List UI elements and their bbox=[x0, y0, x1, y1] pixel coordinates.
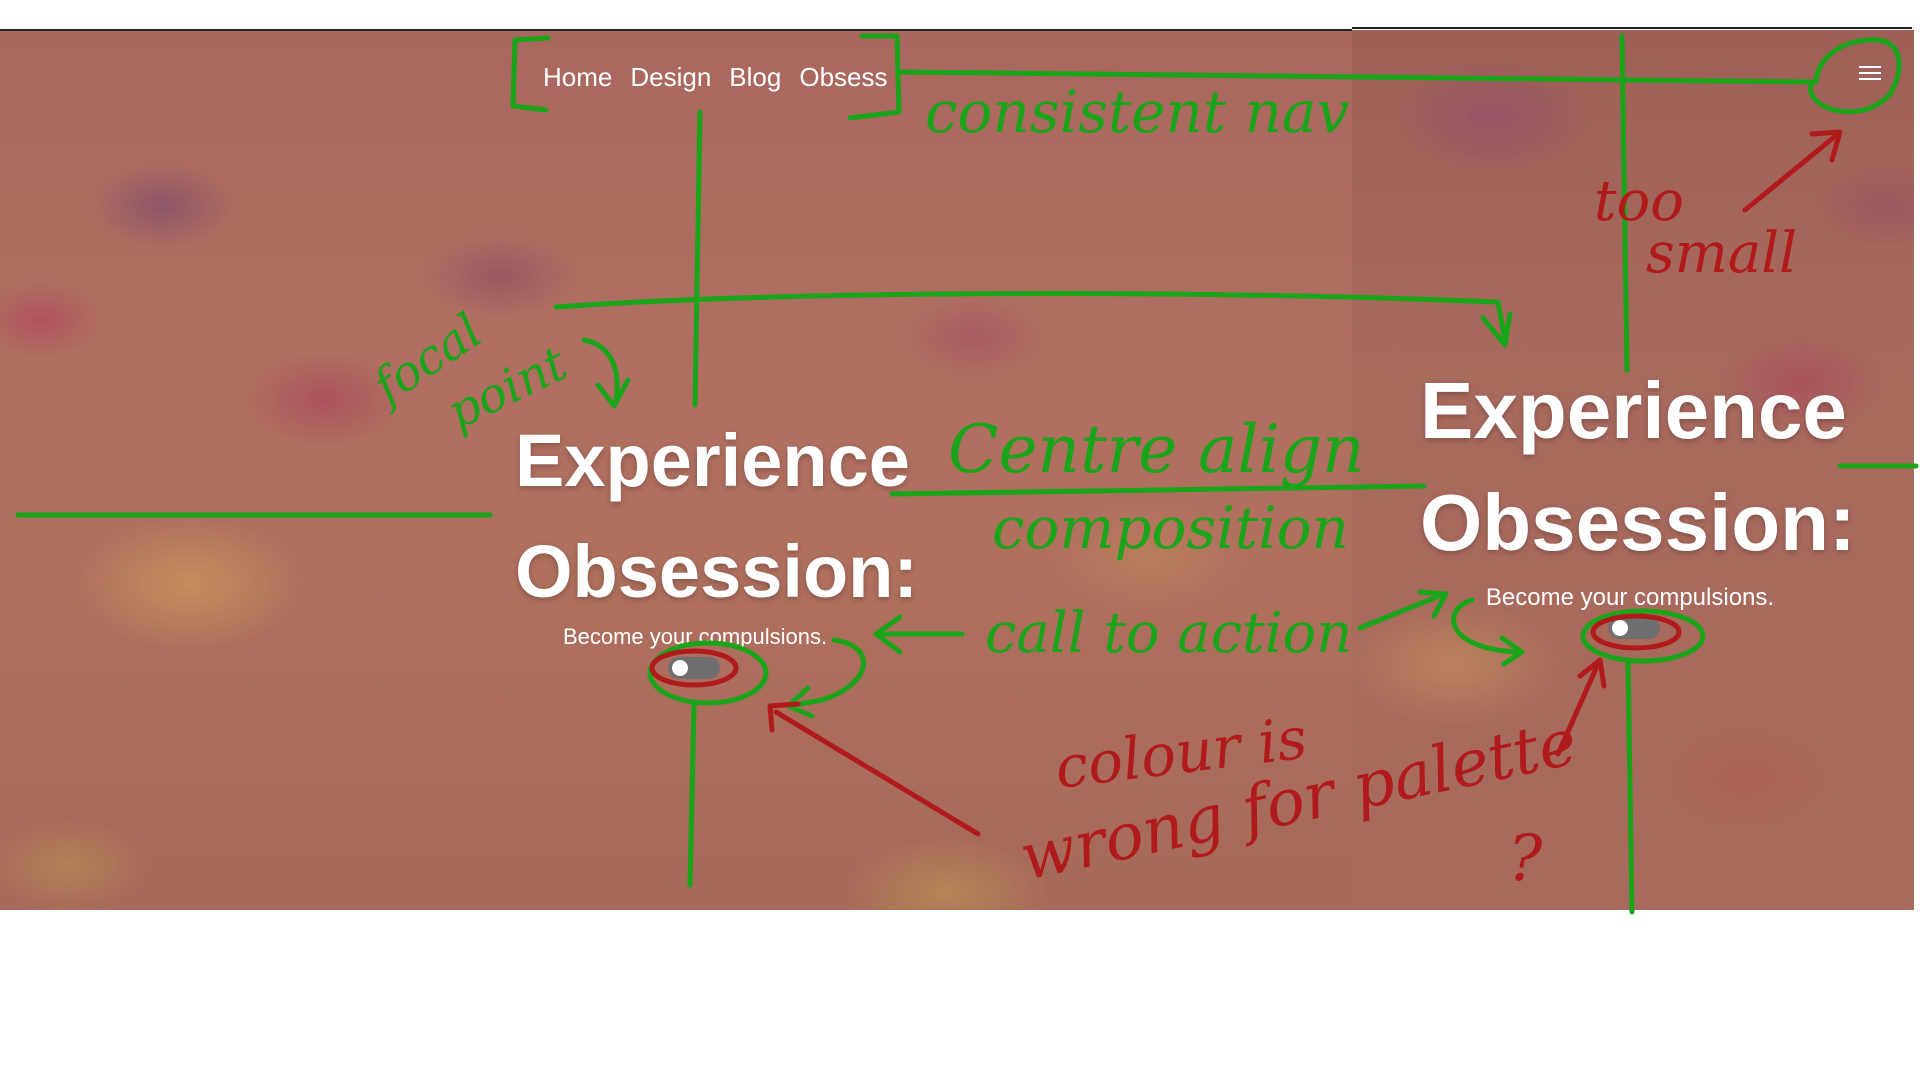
colour-arrow-desktop bbox=[773, 709, 981, 837]
colour-arrow-mobile-head bbox=[1577, 657, 1607, 689]
colour-arrow-mobile bbox=[1555, 661, 1601, 757]
focal-arrow-head bbox=[1480, 311, 1513, 348]
cta-arrow-right bbox=[1357, 591, 1447, 631]
too-small-arrow bbox=[1742, 131, 1841, 213]
hamburger-bar bbox=[1859, 66, 1881, 68]
focal-point-arrow bbox=[581, 337, 620, 408]
note-composition: composition bbox=[992, 494, 1349, 562]
candy-background-image bbox=[0, 30, 1352, 910]
note-question-mark: ? bbox=[1508, 822, 1543, 896]
desktop-toggle-switch[interactable] bbox=[668, 657, 720, 679]
centre-guide-desktop-top bbox=[692, 109, 703, 408]
cta-circle-green-mobile bbox=[1580, 608, 1706, 664]
cta-mobile-curve-head bbox=[1499, 635, 1525, 667]
mobile-subline: Become your compulsions. bbox=[1485, 584, 1775, 611]
cta-arrow-right-head bbox=[1417, 589, 1449, 619]
nav-design[interactable]: Design bbox=[630, 62, 712, 92]
menu-circle bbox=[1807, 37, 1902, 115]
toggle-knob bbox=[672, 660, 688, 676]
focal-arrow-line bbox=[553, 291, 1508, 343]
mobile-toggle-switch[interactable] bbox=[1608, 617, 1660, 639]
note-small: small bbox=[1646, 221, 1797, 286]
headline-line-2: Obsession: bbox=[515, 530, 918, 613]
hamburger-bar bbox=[1859, 72, 1881, 74]
note-consistent-nav: consistent nav bbox=[925, 78, 1350, 146]
nav-obsess[interactable]: Obsess bbox=[799, 62, 888, 92]
centre-guide-desktop-bottom bbox=[687, 702, 697, 888]
mobile-headline: Experience Obsession: bbox=[1420, 355, 1856, 579]
focal-point-arrowhead bbox=[595, 377, 631, 409]
nav-connector-line bbox=[897, 69, 1819, 85]
nav-blog[interactable]: Blog bbox=[729, 62, 782, 92]
centre-guide-mobile-top bbox=[1619, 33, 1630, 373]
toggle-knob bbox=[1612, 620, 1628, 636]
nav-home[interactable]: Home bbox=[543, 62, 613, 92]
too-small-arrowhead bbox=[1809, 129, 1843, 163]
midline-centre bbox=[889, 483, 1427, 497]
headline-line-1: Experience bbox=[515, 419, 910, 502]
candy-background-image bbox=[1352, 30, 1914, 910]
note-call-to-action: call to action bbox=[985, 601, 1352, 666]
nav-bracket-right bbox=[847, 33, 902, 121]
note-too: too bbox=[1594, 169, 1684, 234]
note-centre-align: Centre align bbox=[948, 411, 1365, 488]
cta-circle-red bbox=[649, 648, 739, 688]
colour-arrow-desktop-head bbox=[767, 701, 801, 733]
centre-guide-mobile-bottom bbox=[1625, 657, 1635, 915]
mobile-hero bbox=[1352, 30, 1914, 910]
desktop-nav: Home Design Blog Obsess bbox=[543, 62, 888, 93]
desktop-hero bbox=[0, 30, 1352, 910]
cta-circle-red-mobile bbox=[1590, 613, 1682, 651]
cta-curve-arrow bbox=[787, 637, 866, 709]
nav-bracket-left bbox=[510, 35, 551, 113]
cta-circle-green bbox=[647, 640, 769, 706]
headline-line-1: Experience bbox=[1420, 366, 1847, 455]
headline-line-2: Obsession: bbox=[1420, 478, 1856, 567]
hamburger-bar bbox=[1859, 78, 1881, 80]
hamburger-icon[interactable] bbox=[1859, 64, 1881, 82]
cta-mobile-curve bbox=[1451, 597, 1523, 655]
cta-arrow-left-head bbox=[873, 614, 903, 655]
desktop-headline: Experience Obsession: bbox=[515, 405, 918, 627]
